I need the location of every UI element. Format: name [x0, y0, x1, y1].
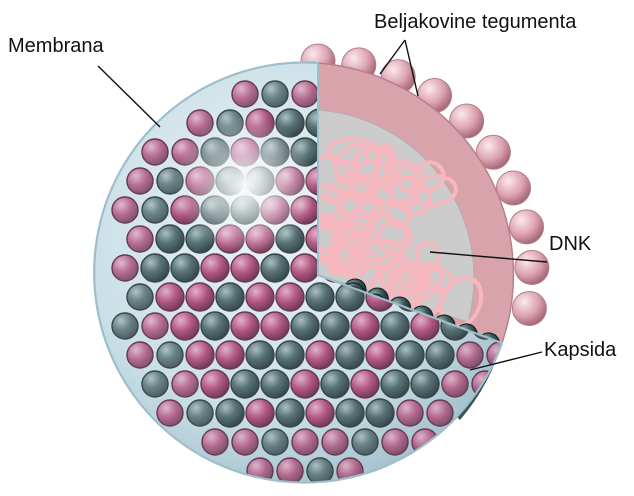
membrane-label: Membrana	[8, 36, 104, 56]
capsid-label: Kapsida	[544, 340, 616, 360]
tegument-proteins-label: Beljakovine tegumenta	[374, 12, 576, 32]
membrane-leader	[98, 66, 160, 127]
dna-label: DNK	[549, 234, 591, 254]
